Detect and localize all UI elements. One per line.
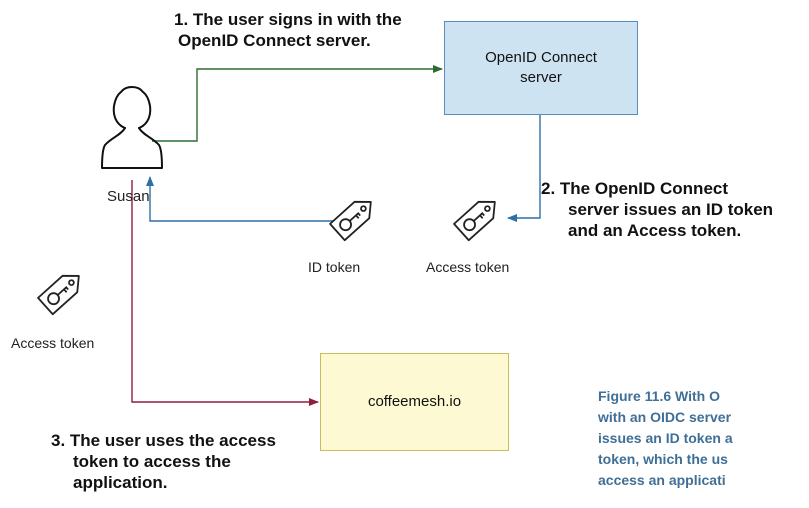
caption-line-5: access an applicati xyxy=(598,472,726,488)
figure-caption: Figure 11.6 With O with an OIDC server i… xyxy=(598,386,809,491)
step-2-line-2: server issues an ID token xyxy=(568,200,774,219)
caption-line-1: Figure 11.6 With O xyxy=(598,388,721,404)
id-token-return-arrow xyxy=(146,176,333,222)
step-3-line-3: application. xyxy=(73,473,168,492)
oidc-server-box: OpenID Connect server xyxy=(444,21,638,115)
step-1-line-1: 1. The user signs in with the xyxy=(174,10,402,29)
signin-arrow xyxy=(152,65,443,142)
step-2-line-3: and an Access token. xyxy=(568,221,742,240)
application-label: coffeemesh.io xyxy=(367,393,462,410)
use-access-token-arrow xyxy=(131,180,319,406)
step-1-label: 1. The user signs in with the OpenID Con… xyxy=(174,9,402,51)
access-token-user-label: Access token xyxy=(11,335,95,351)
step-3-label: 3. The user uses the access token to acc… xyxy=(51,430,276,493)
caption-line-2: with an OIDC server xyxy=(598,409,732,425)
step-3-line-1: 3. The user uses the access xyxy=(51,431,276,450)
caption-line-4: token, which the us xyxy=(598,451,728,467)
user-label: Susan xyxy=(107,188,150,205)
issue-access-token-arrow xyxy=(507,114,541,222)
id-token-label: ID token xyxy=(308,259,361,275)
oidc-server-line-2: server xyxy=(520,69,562,86)
access-token-server-label: Access token xyxy=(426,259,510,275)
step-2-line-1: 2. The OpenID Connect xyxy=(541,179,729,198)
step-1-line-2: OpenID Connect server. xyxy=(178,31,371,50)
oidc-server-line-1: OpenID Connect xyxy=(485,49,597,66)
step-2-label: 2. The OpenID Connect server issues an I… xyxy=(541,178,773,241)
caption-line-3: issues an ID token a xyxy=(598,430,733,446)
step-3-line-2: token to access the xyxy=(73,452,231,471)
application-box: coffeemesh.io xyxy=(320,353,509,451)
